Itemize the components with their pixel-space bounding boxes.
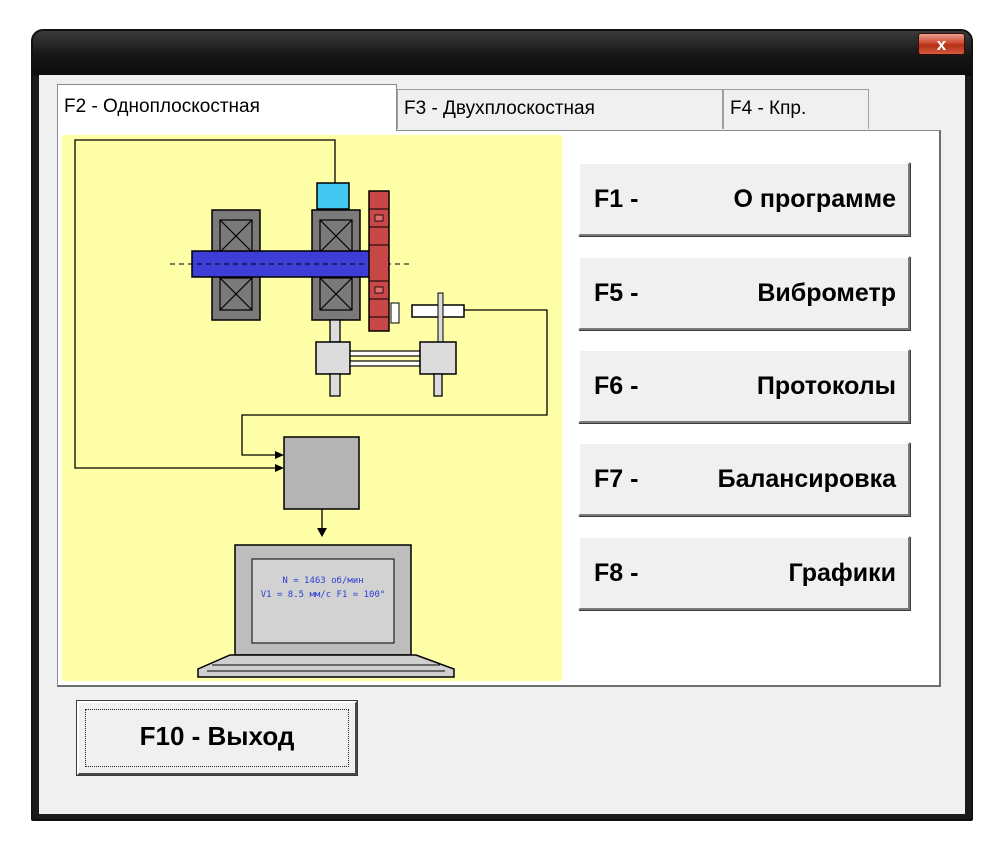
reflective-mark [390, 302, 400, 324]
vibration-sensor [316, 182, 350, 210]
arrow-down-icon [317, 528, 327, 537]
laptop: N = 1463 об/мин V1 = 8.5 мм/с F1 = 100° [197, 544, 455, 678]
protocols-button[interactable]: F6 - Протоколы [578, 349, 910, 423]
laptop-screen-line1: N = 1463 об/мин [282, 575, 363, 586]
balancing-button[interactable]: F7 - Балансировка [578, 442, 910, 516]
about-button[interactable]: F1 - О программе [578, 162, 910, 236]
arrow-icon [275, 451, 284, 459]
vibrometer-button[interactable]: F5 - Виброметр [578, 256, 910, 330]
close-icon: x [936, 35, 947, 54]
exit-button[interactable]: F10 - Выход [76, 700, 358, 776]
arrow-icon [275, 464, 284, 472]
mounting-frame [315, 319, 457, 397]
close-button[interactable]: x [918, 33, 965, 55]
tab-panel: N = 1463 об/мин V1 = 8.5 мм/с F1 = 100° … [57, 130, 941, 687]
tab-kpr[interactable]: F4 - Кпр. [723, 89, 869, 129]
focus-rectangle [85, 709, 349, 767]
title-bar[interactable]: x [33, 31, 971, 76]
tab-single-plane[interactable]: F2 - Одноплоскостная [57, 84, 397, 131]
laptop-screen-line2: V1 = 8.5 мм/с F1 = 100° [261, 590, 386, 600]
client-area: F2 - Одноплоскостная F3 - Двухплоскостна… [39, 75, 965, 814]
tab-two-plane[interactable]: F3 - Двухплоскостная [397, 89, 723, 129]
rotor-disc [368, 190, 390, 332]
app-window: x F2 - Одноплоскостная F3 - Двухплоскост… [31, 29, 973, 821]
balancing-scheme-diagram: N = 1463 об/мин V1 = 8.5 мм/с F1 = 100° [62, 135, 562, 681]
graphs-button[interactable]: F8 - Графики [578, 536, 910, 610]
measurement-unit [283, 436, 360, 510]
